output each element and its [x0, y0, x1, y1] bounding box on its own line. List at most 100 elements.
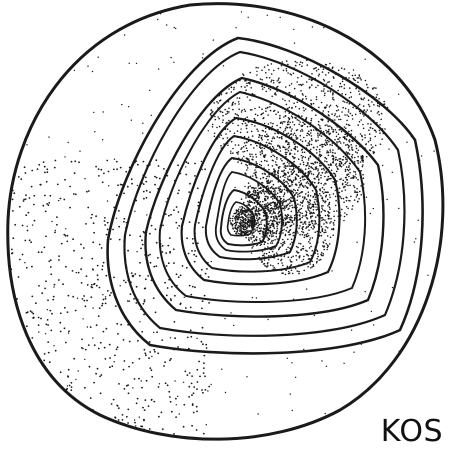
stipple-dot: [307, 233, 309, 235]
stipple-dot: [109, 357, 111, 359]
stipple-dot: [146, 380, 148, 382]
stipple-dot: [225, 392, 226, 393]
stipple-dot: [346, 136, 348, 138]
stipple-dot: [46, 181, 48, 183]
stipple-dot: [308, 206, 310, 208]
stipple-dot: [156, 331, 158, 333]
stipple-dot: [177, 192, 179, 194]
stipple-dot: [257, 185, 259, 187]
stipple-dot: [315, 221, 317, 223]
stipple-dot: [331, 164, 333, 166]
stipple-dot: [339, 187, 341, 189]
stipple-dot: [280, 198, 282, 200]
stipple-dot: [271, 180, 273, 182]
stipple-dot: [346, 174, 348, 176]
stipple-dot: [106, 234, 108, 236]
stipple-dot: [289, 226, 291, 228]
stipple-dot: [251, 216, 253, 218]
stipple-dot: [317, 85, 319, 87]
stipple-dot: [273, 248, 275, 250]
stipple-dot: [167, 384, 169, 386]
stipple-dot: [18, 176, 20, 178]
stipple-dot: [298, 271, 300, 273]
stipple-dot: [254, 202, 256, 204]
stipple-dot: [361, 157, 363, 159]
stipple-dot: [157, 352, 159, 354]
stipple-dot: [274, 133, 276, 135]
stipple-dot: [248, 191, 250, 193]
stipple-dot: [232, 104, 234, 106]
stipple-dot: [191, 394, 193, 396]
stipple-dot: [338, 70, 340, 72]
stipple-dot: [100, 169, 102, 171]
stipple-dot: [109, 446, 111, 448]
stipple-dot: [325, 196, 327, 198]
stipple-dot: [173, 262, 175, 264]
stipple-dot: [69, 385, 71, 387]
stipple-dot: [54, 232, 56, 234]
stipple-dot: [365, 291, 366, 292]
stipple-dot: [301, 231, 303, 233]
stipple-dot: [276, 157, 278, 159]
stipple-dot: [141, 380, 142, 381]
stipple-dot: [99, 244, 101, 246]
stipple-dot: [238, 214, 240, 216]
stipple-dot: [275, 94, 277, 96]
stipple-dot: [266, 236, 268, 238]
stipple-dot: [252, 246, 253, 247]
stipple-dot: [331, 187, 333, 189]
stipple-dot: [271, 208, 273, 210]
stipple-dot: [302, 246, 304, 248]
stipple-dot: [38, 285, 40, 287]
stipple-dot: [174, 27, 175, 28]
stipple-dot: [73, 407, 75, 409]
stipple-dot: [249, 99, 251, 101]
stipple-dot: [293, 172, 295, 174]
stipple-dot: [259, 238, 261, 240]
stipple-dot: [337, 90, 339, 92]
stipple-dot: [54, 167, 56, 169]
stipple-dot: [205, 344, 207, 346]
stipple-dot: [392, 172, 393, 173]
stipple-dot: [302, 84, 304, 86]
stipple-dot: [348, 109, 350, 111]
stipple-dot: [325, 125, 327, 127]
stipple-dot: [346, 124, 348, 126]
stipple-dot: [206, 268, 208, 270]
stipple-dot: [227, 137, 229, 139]
stipple-dot: [235, 27, 236, 28]
stipple-dot: [327, 249, 328, 250]
stipple-dot: [288, 231, 290, 233]
stipple-dot: [127, 186, 129, 188]
stipple-dot: [250, 144, 252, 146]
stipple-dot: [267, 202, 269, 204]
stipple-dot: [310, 255, 312, 257]
stipple-dot: [48, 202, 50, 204]
stipple-dot: [168, 262, 170, 264]
stipple-dot: [246, 85, 248, 87]
stipple-dot: [279, 222, 281, 224]
stipple-dot: [174, 295, 176, 297]
stipple-dot: [277, 86, 279, 88]
stipple-dot: [188, 396, 190, 398]
stipple-dot: [319, 188, 321, 190]
stipple-dot: [105, 358, 107, 360]
stipple-dot: [336, 171, 338, 173]
stipple-dot: [60, 437, 62, 439]
stipple-dot: [341, 86, 343, 88]
stipple-dot: [41, 410, 43, 412]
stipple-dot: [273, 147, 275, 149]
stipple-dot: [286, 140, 288, 142]
stipple-dot: [253, 172, 255, 174]
stipple-dot: [269, 252, 271, 254]
stipple-dot: [241, 163, 243, 165]
stipple-dot: [15, 405, 17, 407]
stipple-dot: [273, 184, 275, 186]
stipple-dot: [108, 185, 109, 186]
stipple-dot: [328, 164, 330, 166]
stipple-dot: [317, 134, 319, 136]
stipple-dot: [81, 282, 83, 284]
stipple-dot: [171, 411, 173, 413]
stipple-dot: [241, 11, 242, 12]
stipple-dot: [177, 396, 178, 397]
